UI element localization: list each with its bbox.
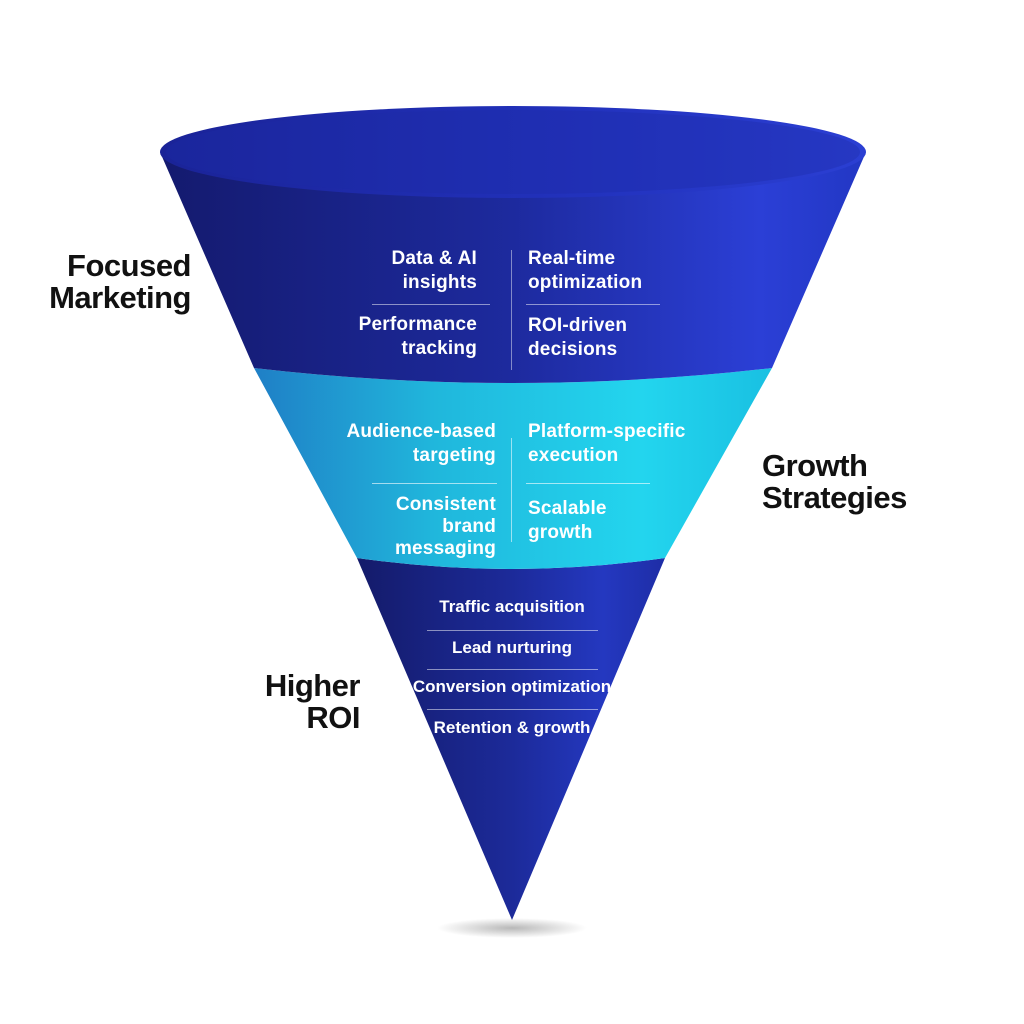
bottom-divider-2 (427, 669, 598, 670)
top-band-right-item-1: Real-time optimization (528, 247, 642, 295)
middle-band-right-item-1: Platform-specific execution (528, 420, 686, 468)
higher-roi-label: Higher ROI (264, 668, 361, 735)
middle-band-left-item-1-line-2: targeting (412, 445, 496, 466)
top-band-right-item-2-line-2: decisions (528, 339, 618, 360)
top-band-right-item-2-line-1: ROI-driven (528, 315, 628, 336)
focused-marketing-label: Focused Marketing (49, 250, 191, 314)
top-band-right-row-divider (526, 304, 660, 305)
middle-band-column-divider (511, 438, 512, 542)
growth-strategies-line-2: Strategies (762, 480, 907, 515)
middle-band-left-item-2-line-1: Consistent (395, 494, 496, 515)
funnel-middle-band (254, 368, 772, 569)
middle-band-left-item-1-line-1: Audience-based (346, 421, 496, 442)
funnel-shadow (437, 918, 587, 938)
middle-band-right-item-2: Scalable growth (528, 497, 607, 545)
top-band-left-item-2-line-2: tracking (401, 338, 477, 359)
bottom-item-traffic-acquisition: Traffic acquisition (439, 597, 585, 616)
top-band-left-item-2-line-1: Performance (358, 314, 477, 335)
top-band-left-row-divider (372, 304, 490, 305)
growth-strategies-label: Growth Strategies (762, 450, 907, 514)
top-band-right-item-1-line-1: Real-time (528, 248, 616, 269)
funnel-rim (160, 106, 866, 198)
bottom-item-retention-growth: Retention & growth (433, 718, 591, 737)
top-band-left-item-1-line-2: insights (402, 272, 477, 293)
funnel-rim-inner (166, 110, 860, 194)
middle-band-right-item-2-line-2: growth (528, 522, 593, 543)
middle-band-right-row-divider (526, 483, 650, 484)
top-band-left-item-1: Data & AI insights (391, 247, 477, 295)
focused-marketing-line-2: Marketing (49, 280, 191, 315)
bottom-divider-3 (427, 709, 598, 710)
top-band-right-item-1-line-2: optimization (528, 272, 643, 293)
top-band-right-item-2: ROI-driven decisions (528, 314, 627, 362)
top-band-left-item-1-line-1: Data & AI (391, 248, 477, 269)
middle-band-left-item-2: Consistent brand messaging (395, 494, 496, 560)
higher-roi-line-2: ROI (306, 700, 360, 735)
bottom-item-conversion-optimization: Conversion optimization (412, 677, 612, 696)
funnel-bottom-section (357, 558, 665, 920)
middle-band-left-item-2-line-2: brand (442, 516, 496, 537)
middle-band-right-item-2-line-1: Scalable (528, 498, 607, 519)
top-band-left-item-2: Performance tracking (359, 313, 477, 361)
middle-band-left-row-divider (372, 483, 497, 484)
bottom-item-lead-nurturing: Lead nurturing (452, 638, 572, 657)
bottom-divider-1 (427, 630, 598, 631)
focused-marketing-line-1: Focused (67, 248, 191, 283)
growth-strategies-line-1: Growth (762, 448, 868, 483)
funnel-top-band (160, 152, 866, 383)
higher-roi-line-1: Higher (264, 668, 361, 703)
middle-band-right-item-1-line-2: execution (528, 445, 619, 466)
middle-band-left-item-1: Audience-based targeting (346, 420, 496, 468)
top-band-column-divider (511, 250, 512, 370)
middle-band-right-item-1-line-1: Platform-specific (528, 421, 686, 442)
middle-band-left-item-2-line-3: messaging (394, 538, 496, 559)
